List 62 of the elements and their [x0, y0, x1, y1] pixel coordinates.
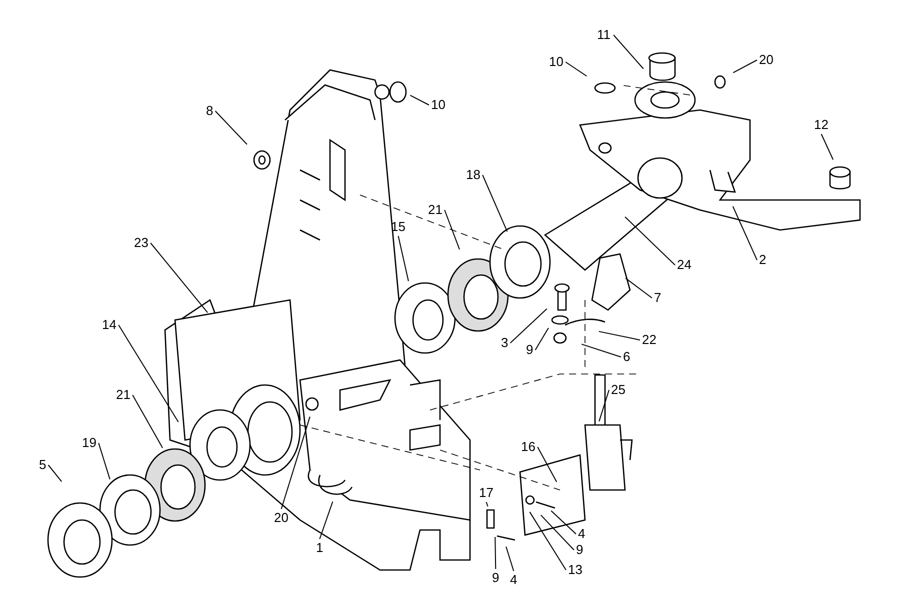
callout-number: 11	[597, 28, 610, 42]
leader-line	[624, 216, 676, 266]
leader-line	[625, 278, 652, 298]
callout-number: 21	[116, 388, 130, 402]
callout-number: 4	[510, 573, 518, 587]
callout-number: 21	[428, 203, 442, 217]
leader-line	[98, 442, 110, 480]
leader-line	[598, 330, 640, 340]
callout-number: 19	[82, 436, 96, 450]
leader-line	[319, 501, 334, 540]
callout-number: 15	[391, 220, 406, 234]
callout-number: 6	[623, 350, 630, 364]
callout-number: 4	[578, 527, 586, 541]
callout-number: 12	[814, 118, 828, 132]
callout-number: 22	[642, 333, 656, 347]
callout-number: 23	[134, 236, 148, 250]
leader-line	[565, 62, 588, 77]
leader-line	[398, 236, 409, 282]
leader-line	[150, 242, 208, 314]
leader-line	[280, 416, 310, 510]
leader-line	[598, 390, 610, 422]
callout-number: 3	[501, 336, 508, 350]
leader-line	[550, 510, 576, 534]
callout-number: 9	[492, 571, 500, 585]
leader-line	[486, 502, 488, 507]
callout-number: 25	[611, 383, 626, 397]
callout-number: 9	[526, 343, 534, 357]
leader-line	[482, 174, 508, 232]
leader-line	[118, 324, 179, 423]
callout-number: 1	[316, 541, 324, 555]
leader-line	[540, 514, 574, 550]
callout-number: 9	[576, 543, 584, 557]
callout-number: 14	[102, 318, 116, 332]
callout-number: 18	[466, 168, 480, 182]
leader-line	[534, 328, 549, 350]
leader-line	[506, 546, 514, 572]
leader-line	[613, 34, 644, 70]
leader-line	[732, 60, 758, 74]
leader-line	[820, 134, 834, 160]
leader-line	[48, 464, 62, 482]
callout-number: 2	[759, 253, 766, 267]
callout-number: 10	[549, 55, 564, 69]
leader-line	[732, 206, 758, 260]
leader-line	[537, 446, 558, 482]
callout-number: 20	[759, 53, 774, 67]
callout-number: 13	[568, 563, 582, 577]
leader-line	[494, 536, 496, 570]
callout-number: 5	[39, 458, 46, 472]
leader-line	[132, 394, 164, 448]
callout-number: 20	[274, 511, 288, 525]
leader-line	[529, 511, 566, 570]
callout-number: 7	[654, 291, 662, 305]
leader-line	[410, 94, 430, 106]
leader-line	[581, 344, 622, 358]
leader-line	[510, 308, 548, 344]
leader-line	[214, 110, 248, 145]
callout-number: 8	[206, 104, 214, 118]
callout-number: 24	[677, 258, 692, 272]
leader-line	[444, 210, 460, 250]
callout-number: 16	[521, 440, 536, 454]
callout-number: 10	[431, 98, 446, 112]
callout-number: 17	[479, 486, 494, 500]
